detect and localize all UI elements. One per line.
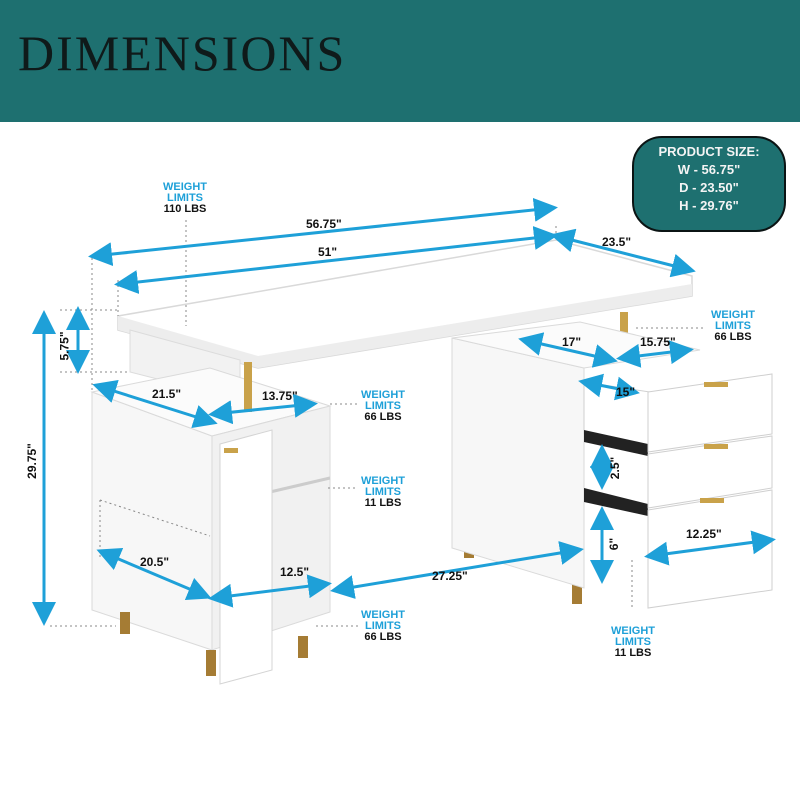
drawer-handle: [700, 498, 724, 503]
product-size-depth: D - 23.50": [679, 180, 739, 195]
dim-riser-height: 5.75": [57, 331, 72, 361]
weight-limit-top: WEIGHT LIMITS 110 LBS: [163, 181, 207, 215]
product-size-title: PRODUCT SIZE:: [658, 144, 760, 159]
dim-drawer-inner: 15": [616, 385, 636, 399]
drawer-rail: [584, 488, 648, 516]
dim-left-depth: 21.5": [152, 387, 182, 401]
dimension-arrows: [32, 197, 776, 626]
dim-drawer-front: 12.25": [686, 527, 722, 541]
leg: [120, 612, 130, 634]
left-shelf: [269, 476, 331, 494]
weight-limit-drawer: WEIGHT LIMITS 11 LBS: [611, 625, 655, 659]
dim-cabinet-depth: 20.5": [140, 555, 170, 569]
dim-drawer-width: 15.75": [640, 335, 676, 349]
dim-height: 29.75": [24, 443, 39, 479]
leg: [298, 636, 308, 658]
dim-cabinet-inner: 12.5": [280, 565, 310, 579]
weight-limit-desk-shelf: WEIGHT LIMITS 66 LBS: [711, 309, 755, 343]
dim-total-width: 56.75": [306, 217, 342, 231]
product-size-width: W - 56.75": [677, 162, 741, 177]
page-title: DIMENSIONS: [18, 25, 347, 81]
drawer-handle: [704, 444, 728, 449]
dim-top-width: 51": [318, 245, 338, 259]
drawer-front-top: [647, 373, 773, 453]
right-cabinet-side: [451, 337, 585, 589]
weight-limit-cabinet-bottom: WEIGHT LIMITS 66 LBS: [361, 609, 405, 643]
dim-leg-gap: 27.25": [432, 569, 468, 583]
dim-shelf-width: 13.75": [262, 389, 298, 403]
dim-drawer-depth: 17": [562, 335, 582, 349]
guide-lines: [50, 220, 704, 627]
drawer-handle: [704, 382, 728, 387]
weight-limit-cabinet-top: WEIGHT LIMITS 66 LBS: [361, 389, 405, 423]
drawer-front-middle: [647, 435, 773, 509]
drawer-rail: [584, 430, 648, 456]
header-banner: DIMENSIONS: [0, 0, 800, 122]
weight-limit-cabinet-shelf: WEIGHT LIMITS 11 LBS: [361, 475, 405, 509]
gold-post: [244, 362, 252, 412]
leg: [206, 650, 216, 676]
dim-drawer-large-height: 6": [607, 537, 622, 551]
door-handle: [224, 448, 238, 453]
left-cabinet-door: [219, 429, 273, 685]
dim-drawer-small-height: 2.5": [608, 456, 623, 480]
left-cabinet-side: [91, 391, 213, 651]
product-size-height: H - 29.76": [679, 198, 739, 213]
product-size-box: PRODUCT SIZE: W - 56.75" D - 23.50" H - …: [632, 136, 786, 232]
dim-depth: 23.5": [602, 235, 632, 249]
